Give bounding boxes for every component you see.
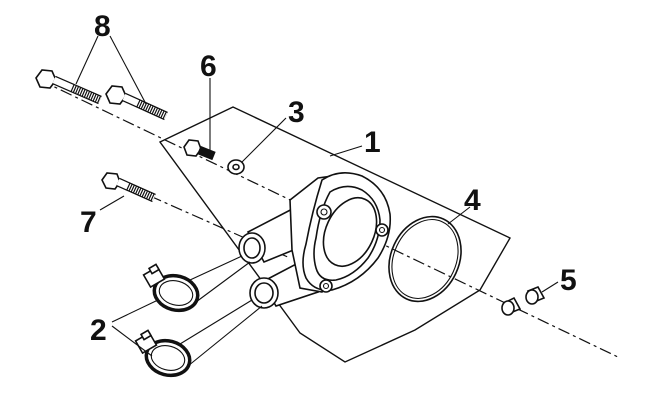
bolt-7-axis-line [149,195,291,259]
thermostat-housing [238,172,392,309]
leader-3 [241,117,287,163]
leader-7 [99,195,125,211]
hose-clamp-upper [142,263,200,313]
assembly-axis-line [39,79,621,359]
clamp-upper-to-pipe-2 [195,261,251,303]
leader-1 [329,145,363,157]
clamp-lower-to-pipe [179,299,253,345]
callout-7: 7 [80,206,97,239]
leader-8b [109,35,147,105]
washer-3 [227,159,245,175]
dowel-5a [525,285,546,305]
leader-4 [447,206,471,225]
callout-3: 3 [288,96,305,129]
screw-6 [183,139,216,161]
o-ring-4 [388,215,462,303]
bolt-8-long [35,69,102,105]
clamp-lower-to-pipe-2 [187,305,263,367]
leader-2b [111,325,153,357]
dowel-5b [501,296,522,316]
leader-2a [111,299,159,323]
callout-4: 4 [464,184,481,217]
clamp-upper-to-pipe [189,255,243,281]
leader-8a [75,35,99,85]
hose-clamp-lower [134,329,192,378]
bolt-7 [101,172,156,203]
callout-8: 8 [94,10,111,43]
callout-1: 1 [364,126,381,159]
callout-2: 2 [90,314,107,347]
bolt-8-short [105,85,168,121]
callout-6: 6 [200,50,217,83]
leader-5 [541,281,559,293]
callout-5: 5 [560,264,577,297]
cover-plate-outline [158,106,511,363]
